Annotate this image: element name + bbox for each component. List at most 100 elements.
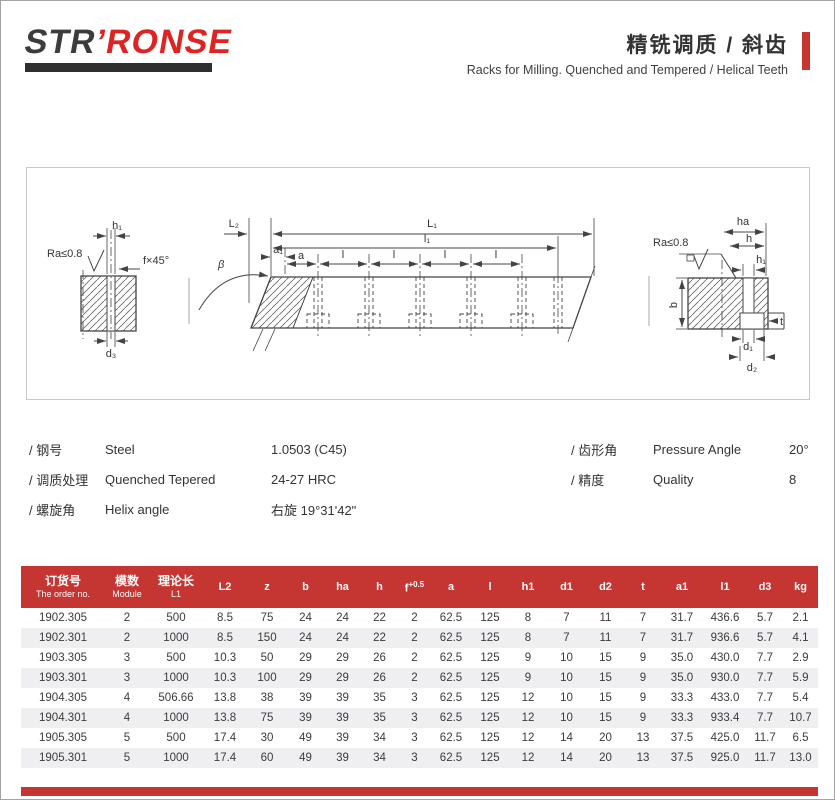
right-section-view	[648, 223, 785, 361]
spec-label-en: Pressure Angle	[653, 441, 742, 457]
table-cell: 125	[480, 672, 500, 684]
table-cell: 13.8	[213, 692, 237, 704]
page-title-en: Racks for Milling. Quenched and Tempered…	[466, 63, 788, 77]
table-cell: 10.3	[213, 652, 237, 664]
table-cell: 125	[480, 652, 500, 664]
logo-part-str: STR	[21, 23, 100, 61]
spec-label-en: Helix angle	[105, 501, 170, 517]
spec-label-zh: / 调质处理	[29, 472, 89, 488]
table-cell: 100	[257, 672, 277, 684]
rack-top-view	[198, 218, 596, 352]
table-cell: 11	[599, 612, 612, 624]
table-cell: 1000	[163, 672, 189, 684]
table-cell: 20	[599, 732, 612, 744]
dim-label-d3: d₃	[106, 348, 117, 360]
spec-row-quality: / 精度 Quality 8	[571, 464, 816, 494]
table-cell: 5	[123, 732, 131, 744]
table-cell: 8	[524, 632, 532, 644]
column-header: l1	[703, 566, 747, 608]
page-title-zh: 精铣调质 / 斜齿	[626, 34, 788, 57]
spec-value: 20°	[789, 441, 809, 457]
table-cell: 62.5	[439, 652, 463, 664]
table-cell: 506.66	[158, 692, 194, 704]
table-cell: 425.0	[710, 732, 740, 744]
dim-label-ra-right: Ra≤0.8	[653, 237, 688, 249]
spec-row-heat-treatment: / 调质处理 Quenched Tepered 24-27 HRC	[29, 464, 499, 494]
table-cell: 10	[560, 672, 573, 684]
spec-value: 8	[789, 471, 797, 487]
table-cell: 3	[411, 732, 418, 744]
logo-part-ronse: ’RONSE	[92, 23, 236, 61]
table-cell: 10.3	[213, 672, 237, 684]
table-cell: 2	[123, 612, 131, 624]
dim-label-a1: a₁	[273, 244, 283, 256]
table-cell: 24	[336, 612, 349, 624]
table-cell: 2.1	[792, 612, 809, 624]
dim-label-h1-right: h₁	[756, 254, 766, 266]
table-cell: 1905.301	[39, 752, 87, 764]
column-header: f+0.5	[398, 566, 431, 608]
table-cell: 7	[563, 612, 570, 624]
table-cell: 49	[299, 752, 312, 764]
dim-label-l-1: l	[342, 249, 344, 261]
dim-label-a: a	[298, 250, 305, 262]
dim-label-h1-left: h₁	[112, 220, 122, 232]
table-cell: 1903.305	[39, 652, 87, 664]
table-cell: 39	[336, 692, 349, 704]
table-cell: 4.1	[792, 632, 809, 644]
table-cell: 24	[299, 612, 312, 624]
dim-label-l-2: l	[393, 249, 395, 261]
table-cell: 2.9	[792, 652, 809, 664]
table-cell: 30	[260, 732, 274, 744]
table-cell: 7.7	[757, 672, 773, 684]
specs-right-column: / 齿形角 Pressure Angle 20° / 精度 Quality 8	[571, 434, 816, 494]
column-header: z	[247, 566, 287, 608]
table-cell: 7.7	[757, 652, 773, 664]
table-cell: 10	[560, 712, 573, 724]
table-cell: 12	[521, 712, 535, 724]
table-cell: 34	[373, 752, 386, 764]
table-cell: 1902.301	[39, 632, 87, 644]
table-cell: 33.3	[670, 692, 694, 704]
table-cell: 4	[123, 692, 131, 704]
table-cell: 62.5	[439, 632, 463, 644]
table-cell: 37.5	[670, 732, 694, 744]
table-cell: 24	[299, 632, 312, 644]
dim-label-d2: d₂	[747, 362, 757, 374]
spec-value: 右旋 19°31'42"	[271, 502, 357, 518]
spec-label-zh: / 螺旋角	[29, 502, 76, 518]
dim-label-ra-left: Ra≤0.8	[47, 248, 82, 260]
column-header: h1	[509, 566, 547, 608]
table-cell: 17.4	[213, 732, 237, 744]
table-cell: 62.5	[439, 712, 463, 724]
dim-label-L1: L₁	[427, 218, 437, 230]
table-cell: 1904.305	[39, 692, 87, 704]
table-cell: 500	[166, 732, 186, 744]
table-cell: 29	[336, 652, 349, 664]
table-cell: 15	[599, 652, 612, 664]
table-cell: 500	[166, 612, 186, 624]
table-cell: 17.4	[213, 752, 237, 764]
table-cell: 2	[411, 612, 418, 624]
table-cell: 430.0	[710, 652, 740, 664]
table-cell: 125	[480, 712, 500, 724]
table-cell: 2	[411, 632, 418, 644]
table-cell: 35	[373, 712, 386, 724]
table-cell: 3	[411, 692, 418, 704]
table-cell: 4	[123, 712, 131, 724]
table-cell: 62.5	[439, 612, 463, 624]
table-cell: 5.9	[792, 672, 809, 684]
technical-drawing: h₁ Ra≤0.8 f×45° d₃	[47, 216, 785, 374]
dim-label-ha: ha	[737, 216, 750, 228]
table-cell: 15	[599, 692, 612, 704]
dim-label-b: b	[668, 302, 680, 308]
table-cell: 31.7	[670, 632, 694, 644]
table-cell: 8.5	[217, 612, 233, 624]
dim-label-d1: d₁	[743, 341, 753, 353]
